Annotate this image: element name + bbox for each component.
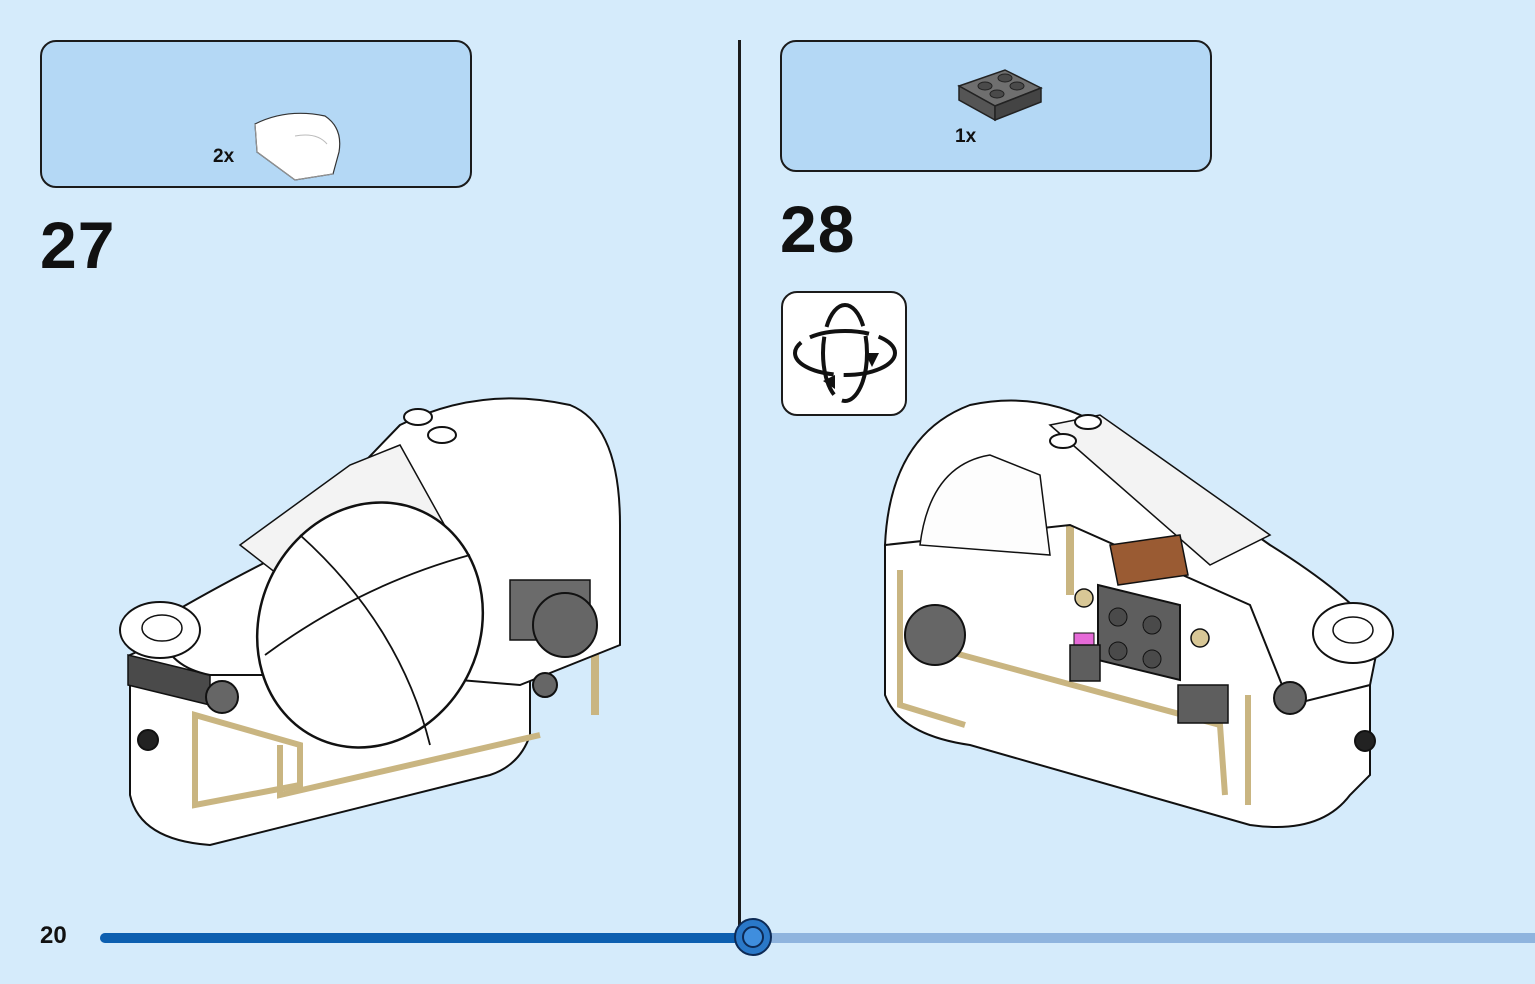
step-number: 27	[40, 208, 116, 282]
step-number: 28	[780, 192, 856, 266]
page-divider	[738, 40, 741, 928]
part-quantity: 1x	[955, 126, 977, 147]
white-curved-slope-brick-icon	[254, 112, 341, 181]
step-28-model-illustration	[883, 399, 1394, 828]
parts-callout-step-27: 2x	[40, 40, 472, 188]
dark-gray-2x2-plate-icon	[957, 69, 1043, 122]
rotate-model-icon	[793, 303, 897, 403]
parts-callout-step-28: 1x	[780, 40, 1212, 172]
progress-fill	[100, 933, 753, 943]
page-number: 20	[40, 922, 67, 949]
step-27-model-illustration	[119, 397, 621, 847]
part-quantity: 2x	[213, 146, 235, 167]
rotate-model-callout	[781, 291, 907, 416]
progress-knob[interactable]	[734, 918, 772, 956]
progress-track	[100, 933, 1535, 943]
